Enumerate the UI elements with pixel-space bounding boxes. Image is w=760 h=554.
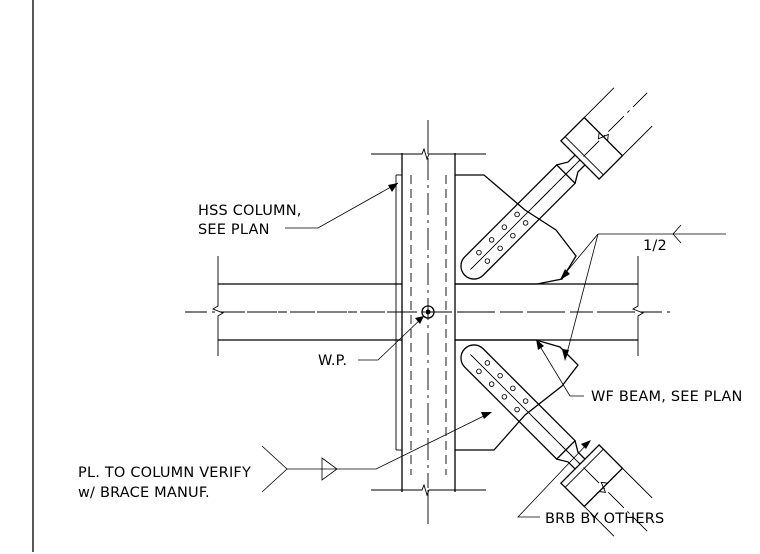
weld-symbol-arrow	[560, 224, 726, 361]
wf-beam-label: WF BEAM, SEE PLAN	[591, 389, 743, 405]
beam-right-break-symbol	[631, 256, 645, 356]
brb-leader	[517, 440, 591, 518]
upper-brb	[460, 87, 653, 280]
plate-label: PL. TO COLUMN VERIFY	[78, 465, 251, 481]
brb-label: BRB BY OTHERS	[545, 511, 664, 527]
lower-gusset-plate	[455, 339, 579, 451]
hss-column-note: SEE PLAN	[198, 222, 270, 238]
work-point-symbol	[421, 305, 435, 319]
plate-note: w/ BRACE MANUF.	[78, 485, 210, 501]
lower-brb	[460, 344, 653, 537]
plate-leader	[261, 412, 492, 493]
column-bottom-break-symbol	[371, 483, 486, 497]
beam-left-break-symbol	[211, 296, 225, 356]
column-top-break-symbol	[371, 147, 486, 161]
wf-beam-right	[455, 256, 645, 356]
work-point-leader	[358, 315, 425, 361]
wf-beam-leader	[536, 339, 584, 397]
hss-column-label: HSS COLUMN,	[198, 203, 302, 219]
hss-column-leader	[285, 182, 399, 229]
wf-beam-left	[211, 256, 402, 356]
weld-size-label: 1/2	[643, 238, 667, 254]
upper-gusset-plate	[455, 174, 577, 285]
work-point-label: W.P.	[318, 353, 347, 369]
hss-column	[371, 120, 486, 524]
